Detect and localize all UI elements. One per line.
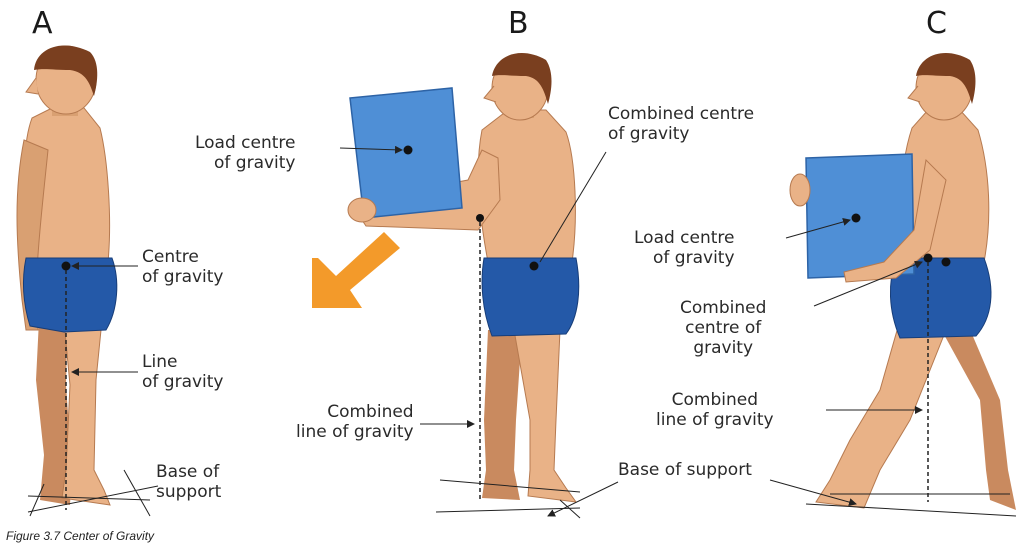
- direction-arrow-icon: [312, 232, 400, 308]
- panel-letter-a: A: [32, 6, 53, 41]
- a-base-of-support-label: Base of support: [156, 462, 221, 502]
- c-load-cog-dot: [852, 214, 861, 223]
- a-centre-of-gravity-dot: [62, 262, 71, 271]
- c-combined-cog-dot: [924, 254, 933, 263]
- panel-letter-c: C: [926, 6, 947, 41]
- c-combined-centre-label: Combined centre of gravity: [680, 298, 766, 358]
- b-load-cog-dot: [404, 146, 413, 155]
- b-elbow-dot: [476, 214, 484, 222]
- panel-letter-b: B: [508, 6, 529, 41]
- c-hip-dot: [942, 258, 951, 267]
- c-combined-line-label: Combined line of gravity: [656, 390, 774, 430]
- base-of-support-label: Base of support: [618, 460, 752, 480]
- b-combined-cog-dot: [530, 262, 539, 271]
- figure-caption: Figure 3.7 Center of Gravity: [6, 529, 154, 543]
- a-centre-of-gravity-label: Centre of gravity: [142, 247, 224, 287]
- a-line-of-gravity-label: Line of gravity: [142, 352, 224, 392]
- b-combined-centre-label: Combined centre of gravity: [608, 104, 754, 144]
- c-load-centre-label: Load centre of gravity: [634, 228, 735, 268]
- b-load-box: [348, 88, 462, 222]
- b-load-centre-label: Load centre of gravity: [178, 133, 296, 173]
- figure-a-person: [17, 46, 117, 505]
- b-combined-line-label: Combined line of gravity: [296, 402, 414, 442]
